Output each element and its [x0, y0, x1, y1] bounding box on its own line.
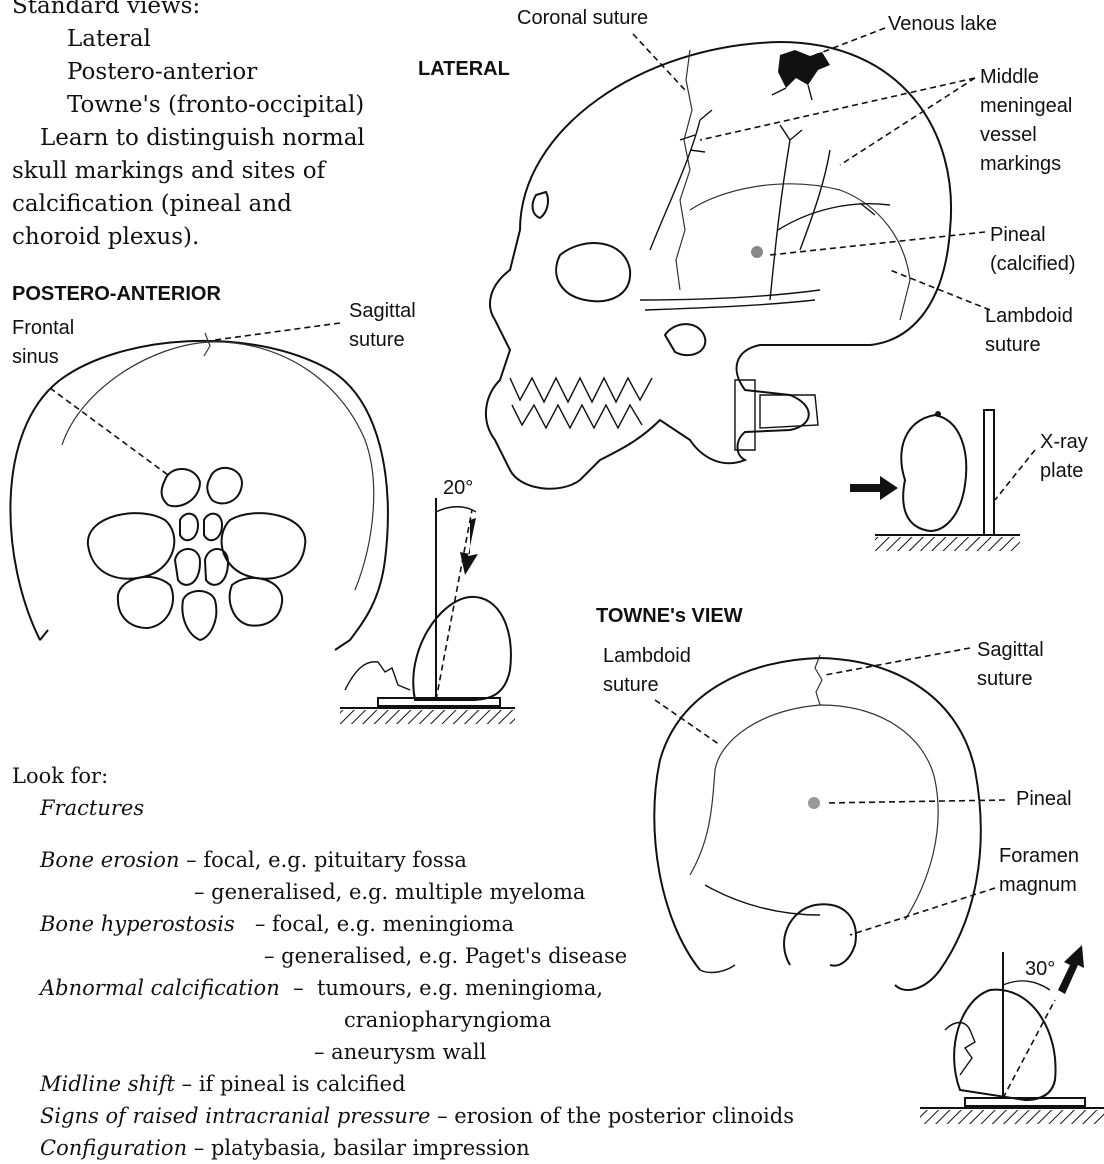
calc-tumours: tumours, e.g. meningioma, [317, 976, 603, 1000]
fractures-row: Fractures [12, 792, 794, 824]
label-frontal-sinus-2: sinus [12, 343, 59, 372]
label-middle-meningeal-3: vessel [980, 121, 1037, 150]
midline-shift-label: Midline shift [40, 1072, 175, 1096]
bone-erosion-generalised: – generalised, e.g. multiple myeloma [194, 880, 585, 904]
calc-cranio-row: craniopharyngioma [12, 1004, 794, 1036]
label-middle-meningeal-1: Middle [980, 63, 1039, 92]
label-frontal-sinus-1: Frontal [12, 314, 74, 343]
label-towne-lambdoid-2: suture [603, 671, 659, 700]
bone-erosion-row: Bone erosion – focal, e.g. pituitary fos… [12, 844, 794, 876]
label-towne-lambdoid-1: Lambdoid [603, 642, 691, 671]
label-coronal-suture: Coronal suture [517, 4, 648, 33]
raised-icp-label: Signs of raised intracranial pressure [40, 1104, 430, 1128]
configuration-rest: – platybasia, basilar impression [194, 1136, 530, 1160]
bone-erosion-focal: – focal, e.g. pituitary fossa [186, 848, 467, 872]
abnormal-calc-row: Abnormal calcification – tumours, e.g. m… [12, 972, 794, 1004]
abnormal-calc-label: Abnormal calcification [40, 976, 280, 1000]
calc-craniopharyngioma: craniopharyngioma [344, 1008, 551, 1032]
calc-aneurysm: – aneurysm wall [314, 1040, 486, 1064]
townes-heading: TOWNE's VIEW [596, 605, 743, 628]
configuration-row: Configuration – platybasia, basilar impr… [12, 1132, 794, 1164]
label-pa-sagittal-1: Sagittal [349, 297, 416, 326]
configuration-label: Configuration [40, 1136, 187, 1160]
abnormal-calc-dash: – [293, 976, 304, 1000]
label-foramen-1: Foramen [999, 842, 1079, 871]
look-for-title: Look for: [12, 764, 108, 788]
label-xray-2: plate [1040, 457, 1083, 486]
label-foramen-2: magnum [999, 871, 1077, 900]
fractures-label: Fractures [40, 796, 144, 820]
postero-anterior-heading: POSTERO-ANTERIOR [12, 283, 221, 306]
lateral-skull-drawing [486, 42, 1020, 551]
bone-hyperostosis-label: Bone hyperostosis [40, 912, 235, 936]
midline-shift-rest: – if pineal is calcified [182, 1072, 406, 1096]
bone-hyperostosis-row: Bone hyperostosis – focal, e.g. meningio… [12, 908, 794, 940]
label-angle-20: 20° [443, 474, 473, 503]
lateral-leader-lines [633, 28, 1035, 500]
hyperostosis-gen-row: – generalised, e.g. Paget's disease [12, 940, 794, 972]
bone-erosion-label: Bone erosion [40, 848, 179, 872]
calc-aneurysm-row: – aneurysm wall [12, 1036, 794, 1068]
label-middle-meningeal-2: meningeal [980, 92, 1072, 121]
look-for-list: Look for: Fractures Bone erosion – focal… [12, 760, 794, 1164]
spacer [12, 824, 794, 844]
raised-icp-row: Signs of raised intracranial pressure – … [12, 1100, 794, 1132]
lateral-heading: LATERAL [418, 58, 510, 81]
label-lateral-lambdoid-1: Lambdoid [985, 302, 1073, 331]
label-middle-meningeal-4: markings [980, 150, 1061, 179]
pa-leader-lines [50, 323, 340, 475]
bone-erosion-gen-row: – generalised, e.g. multiple myeloma [12, 876, 794, 908]
label-lateral-lambdoid-2: suture [985, 331, 1041, 360]
midline-shift-row: Midline shift – if pineal is calcified [12, 1068, 794, 1100]
look-for-title-row: Look for: [12, 760, 794, 792]
postero-anterior-skull-drawing [10, 333, 515, 724]
label-lateral-pineal-1: Pineal [990, 221, 1046, 250]
label-pa-sagittal-2: suture [349, 326, 405, 355]
raised-icp-rest: – erosion of the posterior clinoids [437, 1104, 794, 1128]
hyperostosis-focal: – focal, e.g. meningioma [255, 912, 514, 936]
label-venous-lake: Venous lake [888, 10, 997, 39]
label-towne-pineal: Pineal [1016, 785, 1072, 814]
hyperostosis-generalised: – generalised, e.g. Paget's disease [264, 944, 627, 968]
label-lateral-pineal-2: (calcified) [990, 250, 1076, 279]
label-towne-sagittal-1: Sagittal [977, 636, 1044, 665]
label-xray-1: X-ray [1040, 428, 1088, 457]
label-angle-30: 30° [1025, 955, 1055, 984]
label-towne-sagittal-2: suture [977, 665, 1033, 694]
